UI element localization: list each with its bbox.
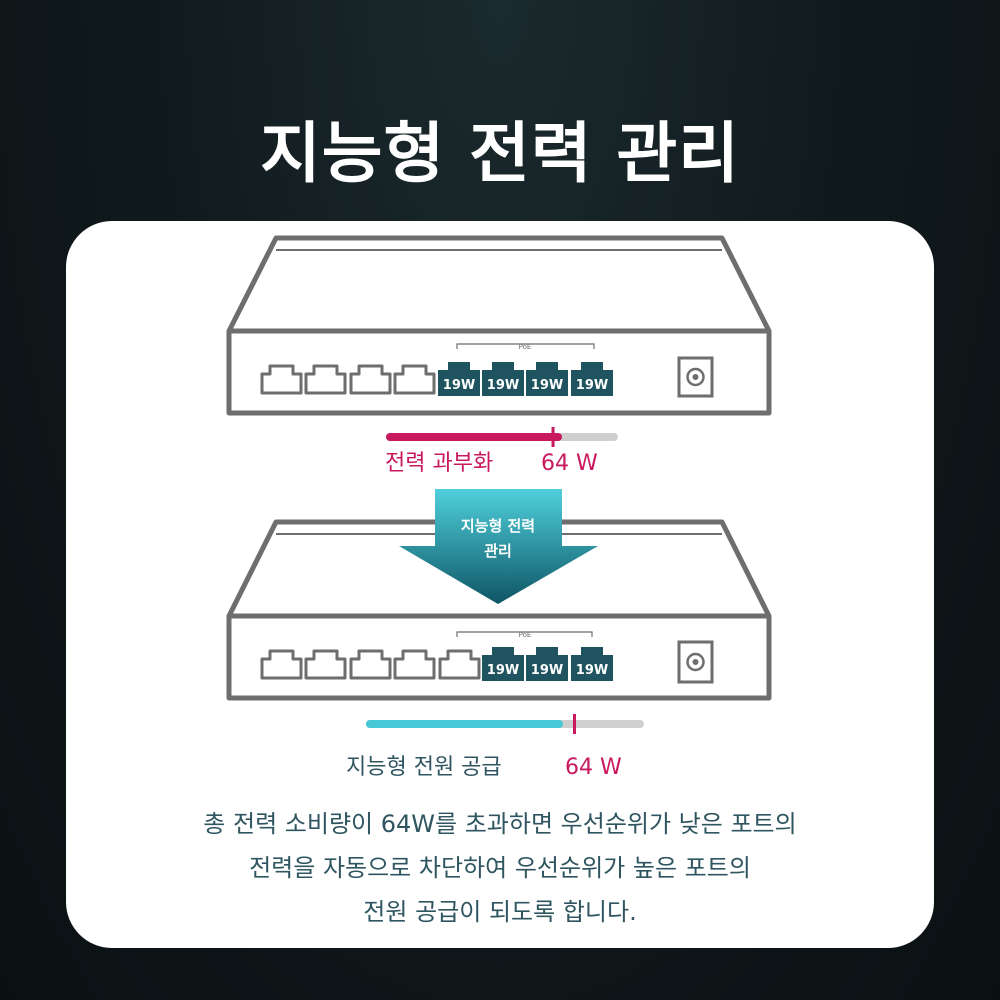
svg-text:19W: 19W bbox=[487, 378, 519, 393]
switch-top-ethernet-port bbox=[393, 364, 436, 395]
switch-top-ethernet-port bbox=[349, 364, 392, 395]
page-title: 지능형 전력 관리 bbox=[260, 115, 740, 192]
svg-text:19W: 19W bbox=[487, 663, 519, 678]
switch-bottom-poe-port: 19W bbox=[571, 647, 613, 681]
switch-top-poe-port: 19W bbox=[482, 362, 524, 396]
switch-top-poe-port: 19W bbox=[438, 362, 480, 396]
switch-bottom-power-jack bbox=[677, 640, 714, 684]
arrow-label-line1: 지능형 전력 bbox=[461, 517, 535, 535]
switch-top-ethernet-port bbox=[304, 364, 347, 395]
overload-value: 64 W bbox=[541, 451, 598, 476]
description-line: 총 전력 소비량이 64W를 초과하면 우선순위가 낮은 포트의 bbox=[203, 810, 797, 838]
supply-value: 64 W bbox=[565, 755, 622, 780]
switch-bottom-poe-bracket bbox=[456, 631, 593, 637]
description-line: 전력을 자동으로 차단하여 우선순위가 높은 포트의 bbox=[249, 854, 751, 882]
switch-bottom-poe-port-disabled bbox=[438, 649, 481, 680]
svg-text:19W: 19W bbox=[531, 663, 563, 678]
power-bar-overload-fill bbox=[386, 433, 562, 441]
svg-text:19W: 19W bbox=[443, 378, 475, 393]
switch-bottom-ethernet-port bbox=[349, 649, 392, 680]
switch-bottom-poe-label: PoE bbox=[519, 631, 532, 639]
switch-top-poe-port: 19W bbox=[571, 362, 613, 396]
switch-top: PoE 19W 19W 19W 19W bbox=[226, 235, 772, 416]
supply-label: 지능형 전원 공급 bbox=[346, 755, 502, 780]
svg-text:19W: 19W bbox=[531, 378, 563, 393]
overload-label: 전력 과부화 bbox=[385, 451, 493, 476]
switch-bottom-poe-port: 19W bbox=[526, 647, 568, 681]
switch-top-ethernet-port bbox=[260, 364, 303, 395]
switch-top-poe-port: 19W bbox=[526, 362, 568, 396]
svg-text:19W: 19W bbox=[576, 378, 608, 393]
svg-text:19W: 19W bbox=[576, 663, 608, 678]
switch-bottom: PoE 19W 19W 19W bbox=[226, 519, 772, 701]
power-bar-overload bbox=[386, 427, 618, 447]
switch-bottom-ethernet-port bbox=[304, 649, 347, 680]
power-bar-supply bbox=[366, 714, 644, 734]
switch-bottom-ethernet-port bbox=[393, 649, 436, 680]
description: 총 전력 소비량이 64W를 초과하면 우선순위가 낮은 포트의 전력을 자동으… bbox=[66, 802, 934, 934]
switch-bottom-ethernet-port bbox=[260, 649, 303, 680]
arrow-label-line2: 관리 bbox=[484, 542, 512, 560]
switch-top-poe-bracket bbox=[456, 343, 595, 349]
switch-bottom-poe-port: 19W bbox=[482, 647, 524, 681]
switch-top-power-jack bbox=[677, 356, 714, 398]
down-arrow-icon: 지능형 전력 관리 bbox=[399, 489, 598, 604]
power-bar-supply-fill bbox=[366, 720, 563, 728]
switch-top-poe-label: PoE bbox=[519, 343, 532, 351]
description-line: 전원 공급이 되도록 합니다. bbox=[363, 898, 637, 926]
